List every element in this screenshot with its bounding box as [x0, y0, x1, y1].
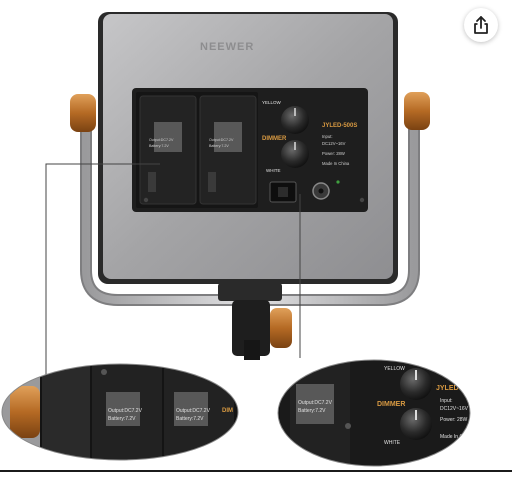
side-lock-knobs [70, 92, 430, 348]
zoom-white-knob [400, 408, 432, 440]
zoom-control-detail: Output:DC7.2V Battery:7.2V YELLOW DIMMER… [277, 359, 478, 467]
battery-output-label-b: Output:DC7.2V [209, 138, 234, 142]
zoom-input-label: Input: [440, 398, 453, 404]
dimmer-label: DIMMER [262, 136, 287, 142]
zoom-left-battery-b: Battery:7.2V [176, 416, 204, 422]
zoom-right-output: Output:DC7.2V [298, 400, 333, 406]
power-label: Power: 28W [322, 151, 345, 156]
zoom-yellow-knob [400, 368, 432, 400]
zoom-left-output-a: Output:DC7.2V [108, 408, 143, 414]
right-lock-knob [404, 92, 430, 130]
zoom-made-in-label: Made In China [440, 434, 473, 440]
zoom-right-battery: Battery:7.2V [298, 408, 326, 414]
battery-type-label-b: Battery:7.2V [209, 144, 229, 148]
zoom-left-battery-a: Battery:7.2V [108, 416, 136, 422]
share-button[interactable] [464, 8, 498, 42]
stand-mount [218, 283, 282, 360]
input-value: DC12V~16V [322, 141, 346, 146]
share-icon [474, 16, 488, 34]
zoom-left-output-b: Output:DC7.2V [176, 408, 211, 414]
made-in-label: Made In China [322, 161, 350, 166]
zoom-power-label: Power: 28W [440, 417, 468, 423]
zoom-left-dimmer: DIM [222, 408, 233, 414]
light-panel-back: NEEWER Output:DC7.2V Battery:7.2V Output… [98, 12, 398, 284]
callout-lines [45, 163, 301, 380]
bottom-divider [0, 470, 512, 472]
yellow-knob [281, 106, 309, 134]
zoom-model-label: JYLED-500S [436, 385, 478, 392]
input-label: Input: [322, 134, 332, 139]
bottom-lock-knob [270, 308, 292, 348]
white-label: WHITE [266, 168, 281, 173]
zoom-dimmer-label: DIMMER [377, 401, 405, 408]
left-lock-knob [70, 94, 96, 132]
model-label: JYLED-500S [322, 123, 357, 129]
zoom-battery-detail: Output:DC7.2V Battery:7.2V Output:DC7.2V… [1, 363, 239, 461]
zoom-input-value: DC12V~16V [440, 406, 469, 412]
battery-output-label-a: Output:DC7.2V [149, 138, 174, 142]
yellow-label: YELLOW [262, 100, 282, 105]
battery-type-label-a: Battery:7.2V [149, 144, 169, 148]
zoom-white-label: WHITE [384, 440, 401, 446]
zoom-yellow-label: YELLOW [384, 366, 405, 372]
brand-mark: NEEWER [200, 41, 254, 53]
white-knob [281, 140, 309, 168]
